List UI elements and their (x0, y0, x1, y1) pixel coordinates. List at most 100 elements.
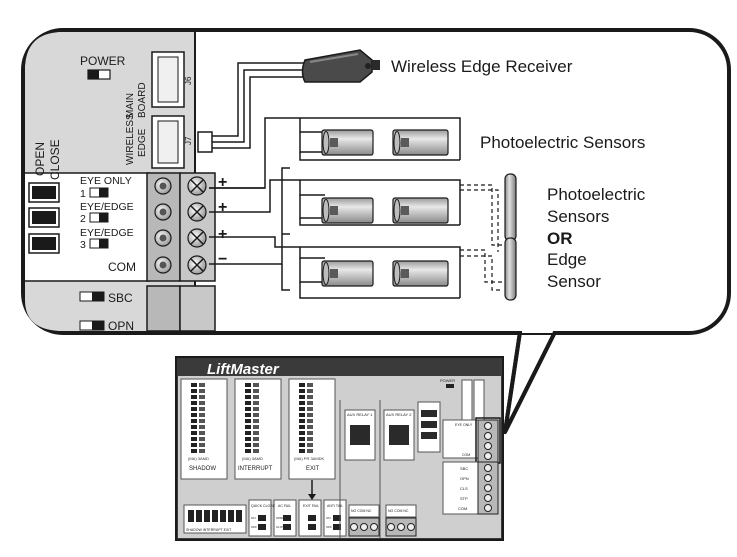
opn-label: OPN (108, 319, 134, 333)
relay-terminal-screw (397, 523, 405, 531)
module-pin (307, 449, 313, 453)
svg-text:EDGE: EDGE (137, 128, 148, 157)
module-pin (253, 407, 259, 411)
svg-text:ON: ON (251, 516, 256, 520)
module-pin (191, 389, 197, 393)
board-terminal-screw (484, 474, 492, 482)
shadow-label: SHADOW (189, 466, 216, 472)
module-pin (199, 395, 205, 399)
svg-text:OFF: OFF (251, 525, 257, 529)
relay-terminal-screw (350, 523, 358, 531)
dip-switch (220, 510, 226, 522)
edge-sensor-posts (504, 173, 517, 301)
module-pin (299, 449, 305, 453)
photoelectric-sensor (392, 260, 449, 287)
module-pin (307, 431, 313, 435)
module-pin (191, 407, 197, 411)
module-pin (245, 419, 251, 423)
board-closeup: POWER MAIN BOARD J6 WIRELESS EDGE J7 OPE… (25, 32, 227, 333)
module-pin (191, 401, 197, 405)
edge-label: Edge (547, 250, 587, 269)
svg-text:CLOSE: CLOSE (276, 525, 286, 529)
board-terminal-screw (484, 484, 492, 492)
svg-text:2: 2 (80, 213, 86, 225)
module-pin (199, 401, 205, 405)
eye-only-label: EYE ONLY (80, 175, 132, 187)
board-terminal-screw (484, 494, 492, 502)
photoelectric-or-edge-line2: Sensors (547, 207, 609, 226)
module-pin (253, 431, 259, 435)
module-pin (307, 395, 313, 399)
photoelectric-or-edge-line1: Photoelectric (547, 185, 646, 204)
module-pin (307, 383, 313, 387)
module-pin (299, 395, 305, 399)
photoelectric-sensor (321, 260, 374, 287)
open-label: OPEN (33, 142, 47, 176)
module-pin (307, 425, 313, 429)
brand-logo: LiftMaster (207, 361, 280, 378)
module-pin (299, 431, 305, 435)
j7-label: J7 (184, 136, 193, 145)
ma-label-2: (MA) 3AMD (242, 456, 263, 461)
board-com-2-label: COM (458, 506, 467, 511)
module-pin (191, 449, 197, 453)
svg-text:ON: ON (326, 516, 331, 520)
shadow-interrupt-exit-label: SHADOW INTERRUPT EXIT (186, 528, 232, 532)
wiring (197, 62, 461, 299)
power-label: POWER (80, 54, 126, 68)
module-pin (191, 437, 197, 441)
module-pin (245, 389, 251, 393)
module-pin (253, 425, 259, 429)
module-pin (245, 425, 251, 429)
ma-label-3: (MA) PR 3AMDK (294, 456, 325, 461)
module-pin (245, 413, 251, 417)
relay-terminal-screw (360, 523, 368, 531)
no-com-nc-label-2: NO COM NC (388, 509, 409, 513)
module-pin (199, 413, 205, 417)
module-pin (299, 419, 305, 423)
module-pin (253, 437, 259, 441)
module-pin (253, 395, 259, 399)
module-pin (253, 401, 259, 405)
photoelectric-sensor-pairs (321, 129, 449, 287)
module-pin (299, 413, 305, 417)
svg-text:OFF: OFF (326, 525, 332, 529)
board-eye-only-label: EYE ONLY (455, 423, 473, 427)
dip-switch (204, 510, 210, 522)
module-pin (299, 383, 305, 387)
module-pin (245, 395, 251, 399)
module-pin (307, 413, 313, 417)
control-board: LiftMaster (MA) 3AMD (MA) 3AMD (MA) PR 3… (175, 356, 504, 541)
sensor-label: Sensor (547, 272, 601, 291)
module-pin (191, 431, 197, 435)
relay-terminal-screw (407, 523, 415, 531)
module-pin (199, 443, 205, 447)
module-pin (191, 395, 197, 399)
edge-sensor-dashed-wiring (460, 184, 503, 291)
module-pin (245, 449, 251, 453)
svg-text:1: 1 (80, 188, 86, 200)
photoelectric-sensors-label: Photoelectric Sensors (480, 133, 645, 152)
module-pin (191, 419, 197, 423)
board-terminal-screw (484, 452, 492, 460)
module-pin (307, 437, 313, 441)
module-pin (253, 449, 259, 453)
module-pin (299, 437, 305, 441)
no-com-nc-label-1: NO COM NC (351, 509, 372, 513)
module-pin (299, 425, 305, 429)
module-pin (307, 443, 313, 447)
relay-terminal-screw (387, 523, 395, 531)
aux-relay-1-label: AUX RELAY 1 (347, 412, 373, 417)
module-pin (191, 413, 197, 417)
photoelectric-sensor (321, 129, 374, 156)
module-pin (199, 389, 205, 393)
board-sbc-label: SBC (460, 466, 468, 471)
j6-label: J6 (184, 76, 193, 85)
module-pin (253, 419, 259, 423)
module-pin (199, 449, 205, 453)
minus-marker: − (218, 251, 227, 268)
main-board-label: MAIN (125, 93, 136, 118)
svg-text:3: 3 (80, 239, 86, 251)
board-cls-label: CLS (460, 486, 468, 491)
